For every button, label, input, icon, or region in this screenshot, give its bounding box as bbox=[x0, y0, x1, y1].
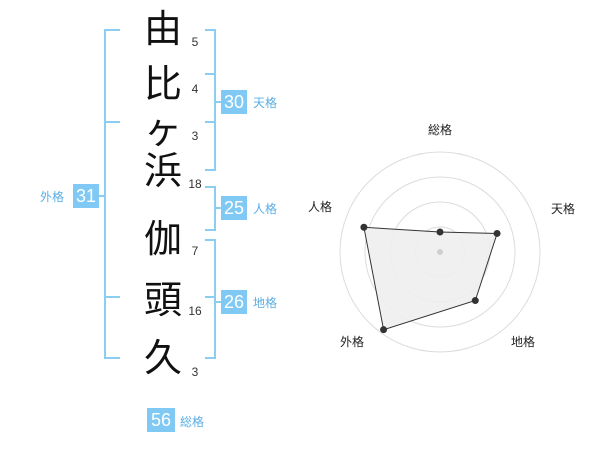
stroke-count: 5 bbox=[191, 35, 199, 49]
tenkaku-badge: 30 bbox=[221, 90, 247, 114]
radar-polygon bbox=[363, 226, 498, 331]
name-char: 伽 bbox=[143, 217, 182, 261]
gaikaku-label: 外格 bbox=[40, 190, 65, 204]
gaikaku-bracket bbox=[104, 29, 120, 359]
radar-ring bbox=[339, 151, 541, 353]
tenkaku-bracket bbox=[205, 29, 216, 171]
radar-axis-label: 人格 bbox=[308, 200, 333, 214]
jinkaku-badge: 25 bbox=[221, 196, 247, 220]
radar-axis-label: 総格 bbox=[428, 123, 453, 137]
soukaku-badge: 56 bbox=[147, 408, 175, 432]
radar-point bbox=[380, 326, 388, 334]
radar-points bbox=[360, 223, 501, 334]
name-char: 浜 bbox=[143, 149, 182, 193]
stroke-count: 4 bbox=[191, 82, 199, 96]
gaikaku-badge: 31 bbox=[73, 184, 99, 208]
radar-ring bbox=[364, 176, 516, 328]
name-char: 久 bbox=[143, 336, 182, 380]
chikaku-label: 地格 bbox=[253, 296, 278, 310]
stroke-count: 16 bbox=[188, 304, 202, 318]
stroke-count: 3 bbox=[191, 129, 199, 143]
radar-center bbox=[437, 249, 443, 255]
radar-point bbox=[436, 228, 444, 236]
radar-axis-label: 外格 bbox=[340, 335, 365, 349]
jinkaku-label: 人格 bbox=[253, 202, 278, 216]
name-char: ヶ bbox=[143, 108, 182, 152]
radar-point bbox=[493, 229, 501, 237]
name-char: 由 bbox=[143, 7, 182, 51]
stroke-count: 7 bbox=[191, 244, 199, 258]
radar-axis-label: 天格 bbox=[551, 202, 576, 216]
stroke-count: 18 bbox=[188, 177, 202, 191]
stroke-count: 3 bbox=[191, 365, 199, 379]
radar-point bbox=[471, 297, 479, 305]
chikaku-bracket bbox=[205, 239, 216, 359]
radar-point bbox=[360, 223, 368, 231]
soukaku-label: 総格 bbox=[180, 415, 205, 429]
tenkaku-label: 天格 bbox=[253, 96, 278, 110]
name-char: 頭 bbox=[143, 278, 182, 322]
radar-axis-label: 地格 bbox=[511, 335, 536, 349]
chikaku-badge: 26 bbox=[221, 290, 247, 314]
name-char: 比 bbox=[143, 62, 182, 106]
